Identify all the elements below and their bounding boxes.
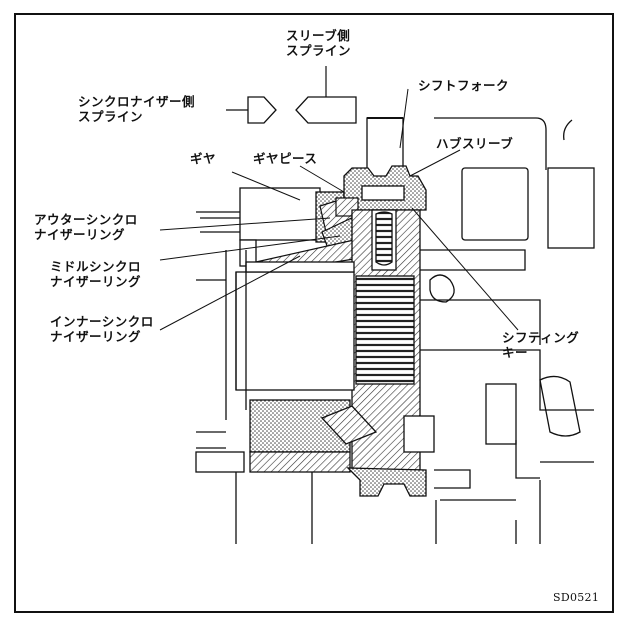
figure-code: SD0521 (553, 591, 600, 604)
middle-synchronizer-ring-label: ミドルシンクロ ナイザーリング (50, 259, 142, 289)
main-shaft (225, 250, 415, 420)
hub-sleeve-label: ハブスリーブ (436, 136, 514, 151)
synchronizer-side-spline-label: シンクロナイザー側 スプライン (78, 94, 196, 124)
shifting-key-label: シフティング キー (502, 330, 580, 360)
left-shaft-outline (196, 211, 240, 281)
shift-fork-label: シフトフォーク (418, 78, 510, 93)
sleeve-side-spline-label: スリーブ側 スプライン (286, 28, 352, 58)
lower-assembly (195, 399, 516, 544)
outer-synchronizer-ring-label: アウターシンクロ ナイザーリング (34, 212, 138, 242)
synchronizer-spline-symbol (226, 96, 277, 124)
leader-lines (159, 88, 519, 331)
gear-label: ギヤ (190, 151, 217, 166)
hub-sleeve (343, 165, 427, 211)
housing-outline (414, 117, 595, 544)
figure-frame (14, 13, 614, 613)
inner-synchronizer-ring-label: インナーシンクロ ナイザーリング (50, 314, 154, 344)
gear-piece-label: ギヤピース (253, 151, 318, 166)
sleeve-spline-symbol (295, 66, 357, 124)
